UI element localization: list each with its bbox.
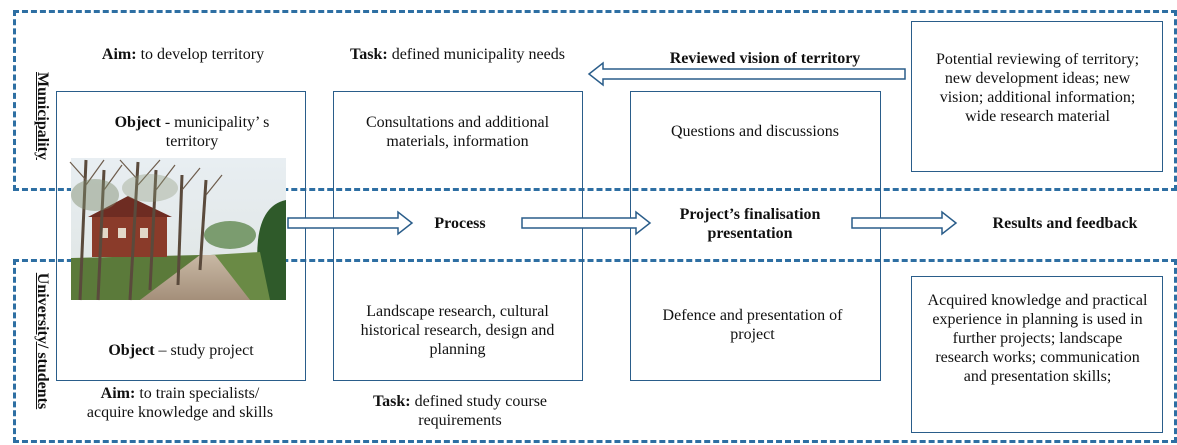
object-label-top: Object <box>114 114 161 131</box>
acquired-text: Acquired knowledge and practical experie… <box>927 292 1148 385</box>
aim-text-top: to develop territory <box>140 46 265 63</box>
potential-box <box>911 21 1163 172</box>
object-label-bottom: Object <box>108 342 155 359</box>
municipality-band <box>13 10 1177 191</box>
aim-text-bottom: to train specialists/ acquire knowledge … <box>86 385 274 421</box>
aim-train: Aim: to train specialists/ acquire knowl… <box>82 384 278 422</box>
process-label: Process <box>434 215 486 232</box>
defence-text: Defence and presentation of project <box>662 307 843 343</box>
object-box <box>56 91 306 381</box>
task-label-top: Task: <box>350 46 388 63</box>
aim-develop: Aim: to develop territory <box>98 45 268 64</box>
task-label-bottom: Task: <box>372 393 411 410</box>
task-municipality: Task: defined municipality needs <box>345 45 570 64</box>
object-text-bottom: – study project <box>158 342 254 359</box>
university-label: University/ students <box>34 272 51 410</box>
questions-text: Questions and discussions <box>671 123 839 140</box>
aim-label-bottom: Aim: <box>100 385 136 402</box>
object-study: Object – study project <box>66 341 296 360</box>
finalisation-label: Project’s finalisation presentation <box>679 206 821 242</box>
landscape-text: Landscape research, cultural historical … <box>360 303 555 358</box>
reviewed-vision-label: Reviewed vision of territory <box>669 50 861 67</box>
task-study: Task: defined study course requirements <box>370 392 550 430</box>
object-territory: Object - municipality’ s territory <box>92 113 292 151</box>
aim-label-top: Aim: <box>101 46 137 63</box>
object-text-top: - municipality’ s territory <box>164 114 270 150</box>
presentation-box <box>630 91 881 381</box>
results-label: Results and feedback <box>992 215 1138 232</box>
municipality-label: Municipality <box>34 71 51 160</box>
potential-text: Potential reviewing of territory; new de… <box>935 51 1140 125</box>
consultations-text: Consultations and additional materials, … <box>365 114 550 150</box>
acquired-box <box>911 276 1163 433</box>
university-band <box>13 259 1177 443</box>
task-text-bottom: defined study course requirements <box>414 393 548 429</box>
task-text-top: defined municipality needs <box>391 46 565 63</box>
task-box <box>333 91 583 381</box>
